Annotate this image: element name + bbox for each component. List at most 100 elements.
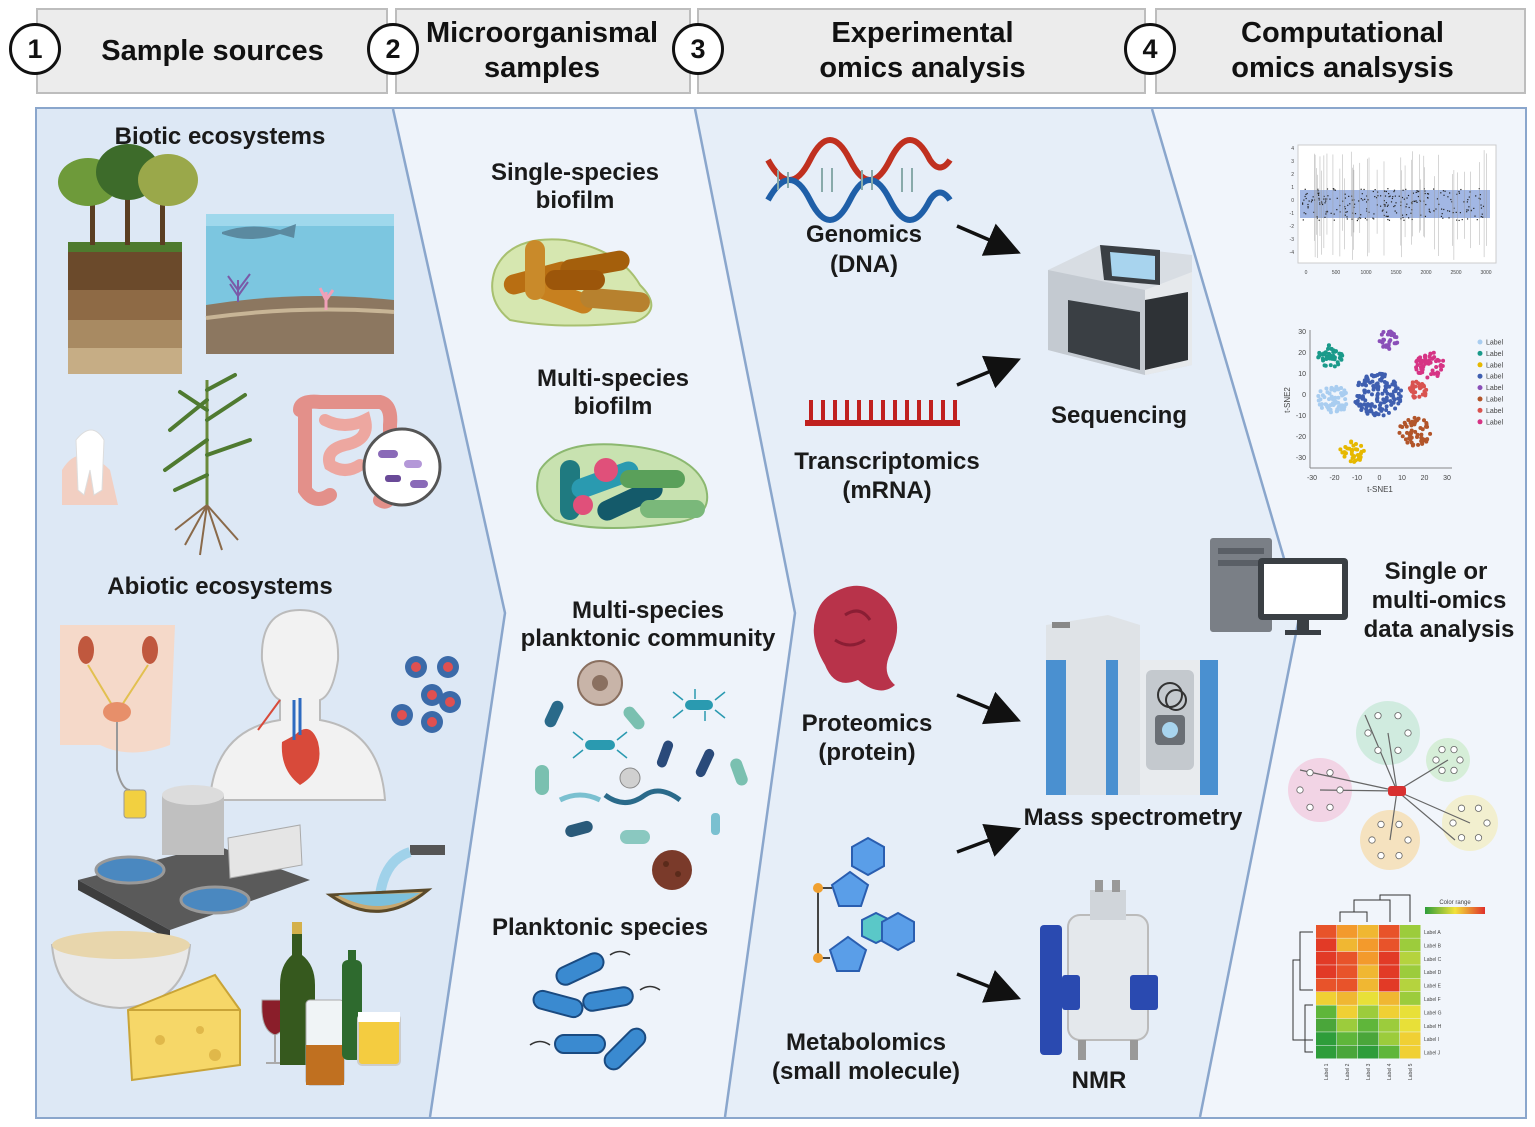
tsne-point bbox=[1430, 368, 1435, 373]
trace-point bbox=[1346, 216, 1348, 218]
trace-point bbox=[1348, 195, 1350, 197]
planktonic-species-label: Planktonic species bbox=[492, 914, 708, 941]
tsne-point bbox=[1365, 377, 1370, 382]
heatmap-cell bbox=[1358, 925, 1379, 938]
tsne-legend-swatch bbox=[1477, 407, 1483, 413]
network-node bbox=[1432, 756, 1440, 764]
trace-point bbox=[1463, 201, 1465, 203]
tsne-point bbox=[1318, 351, 1323, 356]
tsne-point bbox=[1336, 395, 1341, 400]
dna-helix-icon bbox=[765, 137, 953, 223]
tsne-points bbox=[1316, 329, 1446, 464]
tsne-point bbox=[1392, 341, 1397, 346]
tsne-point bbox=[1316, 398, 1321, 403]
trace-point bbox=[1440, 215, 1443, 218]
tsne-point bbox=[1362, 402, 1367, 407]
heatmap-cell bbox=[1337, 951, 1358, 965]
trace-point bbox=[1476, 219, 1478, 221]
trace-point bbox=[1366, 195, 1368, 197]
trace-point bbox=[1394, 195, 1396, 197]
network-node bbox=[1296, 786, 1304, 794]
tsne-point bbox=[1409, 423, 1414, 428]
network-node bbox=[1474, 834, 1483, 842]
heatmap-cell bbox=[1316, 1032, 1337, 1046]
trace-point bbox=[1344, 197, 1347, 199]
tsne-point bbox=[1424, 359, 1429, 364]
step-4-title: Computational omics analsysis bbox=[1190, 8, 1495, 94]
plot1-y-tick: -3 bbox=[1290, 237, 1295, 243]
trace-point bbox=[1318, 194, 1320, 196]
network-node bbox=[1394, 746, 1402, 754]
trace-point bbox=[1466, 201, 1468, 203]
wastewater-plant-icon bbox=[78, 785, 310, 940]
network-node bbox=[1395, 820, 1403, 829]
analysis-label-1: Single or bbox=[1385, 558, 1488, 585]
trace-point bbox=[1386, 215, 1389, 218]
nanoparticle-icon bbox=[391, 656, 461, 733]
tsne-point bbox=[1428, 351, 1433, 356]
trace-point bbox=[1318, 197, 1320, 199]
heatmap-cell bbox=[1337, 925, 1358, 938]
network-graph bbox=[1288, 701, 1498, 870]
heatmap-cell bbox=[1379, 1045, 1400, 1059]
trace-point bbox=[1402, 189, 1404, 191]
tsne-point bbox=[1359, 406, 1364, 411]
heatmap-row-label: Label B bbox=[1424, 943, 1442, 949]
tsne-point bbox=[1327, 391, 1332, 396]
trace-point bbox=[1458, 219, 1460, 222]
tsne-point bbox=[1343, 444, 1348, 449]
planktonic-community-icon bbox=[535, 660, 748, 890]
trace-point bbox=[1342, 200, 1344, 202]
arrows bbox=[956, 223, 1022, 1003]
trace-point bbox=[1385, 202, 1388, 204]
trace-point bbox=[1442, 190, 1445, 192]
trace-point bbox=[1305, 213, 1307, 215]
tsne-point bbox=[1386, 410, 1391, 415]
tsne-point bbox=[1383, 384, 1388, 389]
trace-point bbox=[1324, 202, 1326, 204]
trace-point bbox=[1405, 188, 1407, 190]
tsne-x-tick: 0 bbox=[1378, 475, 1382, 482]
soil-forest-icon bbox=[58, 144, 198, 374]
tsne-point bbox=[1365, 402, 1370, 407]
tsne-point bbox=[1409, 440, 1414, 445]
trace-point bbox=[1418, 190, 1420, 192]
heatmap-cell bbox=[1316, 965, 1337, 979]
header-bar-experimental bbox=[697, 8, 1146, 94]
trace-point bbox=[1303, 212, 1305, 214]
trace-point bbox=[1402, 216, 1404, 219]
trace-point bbox=[1357, 218, 1359, 220]
trace-point bbox=[1317, 192, 1319, 194]
tsne-point bbox=[1421, 418, 1426, 423]
tsne-point bbox=[1359, 449, 1364, 454]
trace-point bbox=[1425, 203, 1427, 206]
nmr-magnet-icon bbox=[1040, 880, 1158, 1060]
trace-point bbox=[1467, 199, 1469, 201]
tsne-point bbox=[1391, 400, 1396, 405]
trace-point bbox=[1386, 205, 1389, 207]
tsne-x-tick: -20 bbox=[1329, 475, 1339, 482]
tsne-y-tick: 30 bbox=[1298, 329, 1306, 336]
tsne-point bbox=[1378, 406, 1383, 411]
tsne-point bbox=[1395, 386, 1400, 391]
trace-point bbox=[1427, 193, 1430, 195]
network-node bbox=[1394, 712, 1402, 720]
trace-point bbox=[1360, 198, 1362, 200]
tsne-point bbox=[1397, 430, 1402, 435]
trace-point bbox=[1480, 215, 1482, 218]
trace-point bbox=[1306, 192, 1308, 195]
trace-point bbox=[1395, 212, 1398, 214]
heatmap-cell bbox=[1400, 938, 1421, 952]
heatmap-row-label: Label E bbox=[1424, 984, 1442, 990]
tsne-point bbox=[1359, 443, 1364, 448]
tsne-point bbox=[1419, 432, 1424, 437]
tsne-point bbox=[1410, 419, 1415, 424]
tsne-point bbox=[1403, 422, 1408, 427]
tsne-point bbox=[1329, 347, 1334, 352]
analysis-label-3: data analysis bbox=[1364, 616, 1515, 643]
tsne-point bbox=[1367, 408, 1372, 413]
trace-point bbox=[1394, 205, 1396, 207]
network-node bbox=[1404, 836, 1412, 844]
